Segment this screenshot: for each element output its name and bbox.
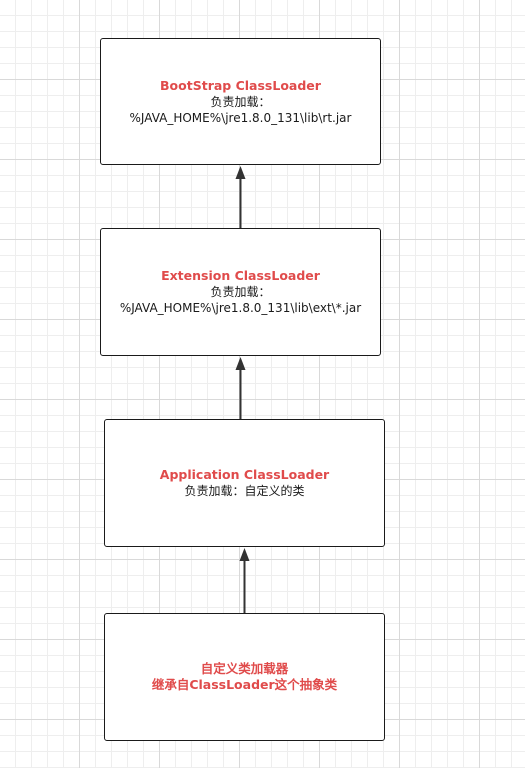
custom-classloader-title: 自定义类加载器: [200, 661, 289, 676]
application-classloader-title: Application ClassLoader: [159, 467, 330, 482]
arrow-custom-to-application: [239, 548, 250, 613]
extension-load-label: 负责加载：: [210, 285, 271, 299]
arrow-extension-to-bootstrap: [235, 166, 246, 228]
bootstrap-classloader-box[interactable]: BootStrap ClassLoader 负责加载： %JAVA_HOME%\…: [100, 38, 381, 165]
extension-classloader-box[interactable]: Extension ClassLoader 负责加载： %JAVA_HOME%\…: [100, 228, 381, 356]
custom-classloader-subtitle: 继承自ClassLoader这个抽象类: [151, 677, 338, 692]
extension-load-path: %JAVA_HOME%\jre1.8.0_131\lib\ext\*.jar: [119, 301, 362, 315]
extension-classloader-title: Extension ClassLoader: [161, 268, 320, 283]
arrow-application-to-extension: [235, 357, 246, 419]
bootstrap-load-label: 负责加载：: [210, 94, 271, 109]
bootstrap-load-path: %JAVA_HOME%\jre1.8.0_131\lib\rt.jar: [129, 110, 352, 125]
bootstrap-classloader-title: BootStrap ClassLoader: [160, 77, 321, 93]
application-classloader-box[interactable]: Application ClassLoader 负责加载：自定义的类: [104, 419, 385, 547]
custom-classloader-box[interactable]: 自定义类加载器 继承自ClassLoader这个抽象类: [104, 613, 385, 741]
application-load-label: 负责加载：自定义的类: [184, 484, 305, 498]
